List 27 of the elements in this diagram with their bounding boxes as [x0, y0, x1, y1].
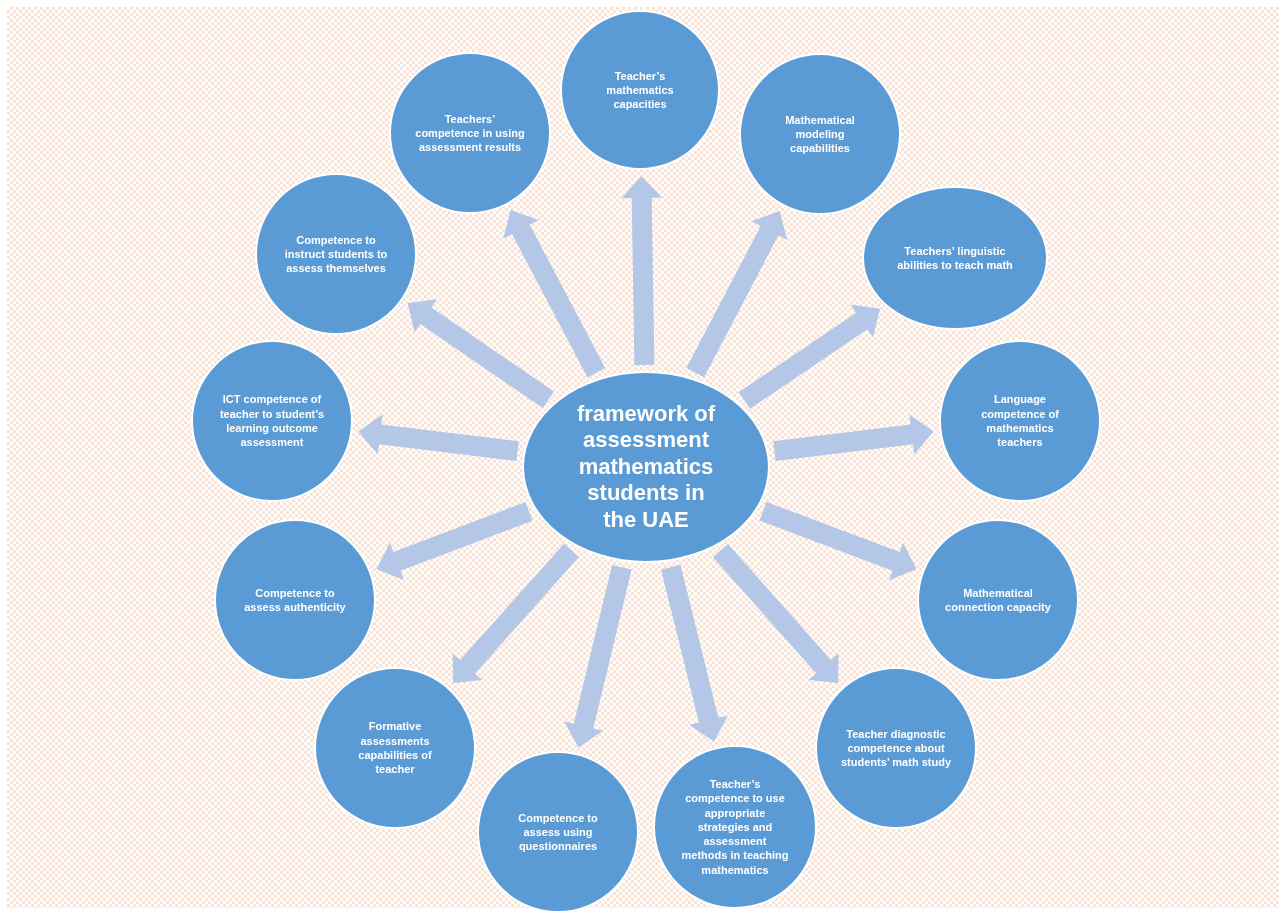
topic-label: Teacher’s mathematics capacities	[605, 68, 675, 112]
block-arrow	[621, 176, 662, 366]
topic-label: Teachers’ linguistic abilities to teach math	[896, 243, 1014, 273]
topic-label: Teacher’s competence to use appropriate strategies and assessment methods in teaching mathematics	[680, 776, 790, 878]
block-arrow	[773, 414, 934, 462]
topic-label: Competence to instruct students to assess themselves	[283, 232, 389, 276]
topic-label: Mathematical connection capacity	[944, 585, 1052, 615]
central-title: framework of assessment mathematics students in the UAE	[575, 401, 717, 533]
block-arrow	[503, 210, 606, 378]
block-arrow	[407, 299, 554, 409]
block-arrow	[759, 501, 917, 581]
block-arrow	[712, 543, 839, 683]
block-arrow	[564, 564, 632, 748]
block-arrow	[452, 543, 579, 684]
block-arrow	[376, 502, 533, 581]
block-arrow	[738, 304, 880, 409]
block-arrow	[661, 564, 728, 742]
block-arrow	[358, 414, 519, 462]
topic-label: Teacher diagnostic competence about students’ math study	[840, 726, 952, 770]
topic-label: Teachers’ competence in using assessment results	[415, 111, 525, 155]
topic-label: Formative assessments capabilities of teacher	[357, 719, 433, 777]
topic-label: ICT competence of teacher to student’s learning outcome assessment	[218, 392, 326, 450]
block-arrow	[686, 211, 788, 378]
topic-label: Language competence of mathematics teachers	[980, 392, 1060, 450]
topic-label: Competence to assess authenticity	[243, 585, 347, 615]
topic-label: Competence to assess using questionnaires	[517, 810, 599, 854]
topic-label: Mathematical modeling capabilities	[784, 112, 856, 156]
